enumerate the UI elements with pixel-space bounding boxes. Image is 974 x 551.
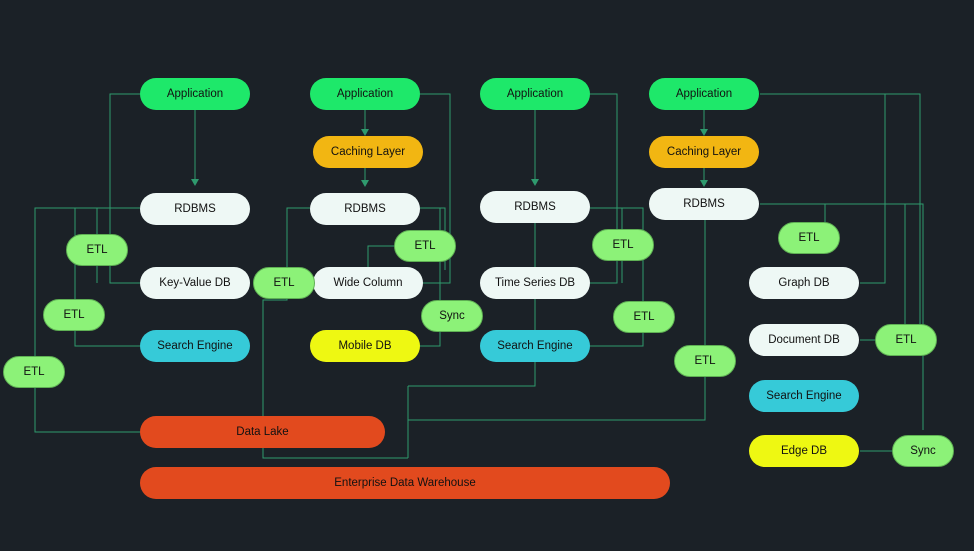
caching-layer-node-2[interactable]: Caching Layer	[313, 136, 423, 168]
etl-connector[interactable]: ETL	[613, 301, 675, 333]
etl-connector[interactable]: ETL	[394, 230, 456, 262]
wire	[590, 207, 644, 347]
wire	[420, 93, 451, 284]
wire	[408, 220, 706, 421]
key-value-db-node[interactable]: Key-Value DB	[140, 267, 250, 299]
enterprise-data-warehouse-node[interactable]: Enterprise Data Warehouse	[140, 467, 670, 499]
etl-connector[interactable]: ETL	[674, 345, 736, 377]
application-node-4[interactable]: Application	[649, 78, 759, 110]
wire	[760, 93, 921, 340]
arrow-head-icon	[700, 129, 708, 136]
application-node-1[interactable]: Application	[140, 78, 250, 110]
sync-connector[interactable]: Sync	[421, 300, 483, 332]
arrow-head-icon	[191, 179, 199, 186]
etl-connector[interactable]: ETL	[592, 229, 654, 261]
wire	[109, 93, 140, 284]
application-node-2[interactable]: Application	[310, 78, 420, 110]
search-engine-node-1[interactable]: Search Engine	[140, 330, 250, 362]
rdbms-node-3[interactable]: RDBMS	[480, 191, 590, 223]
etl-connector[interactable]: ETL	[66, 234, 128, 266]
etl-connector[interactable]: ETL	[43, 299, 105, 331]
etl-connector[interactable]: ETL	[253, 267, 315, 299]
wire	[590, 93, 618, 284]
wire	[262, 207, 408, 459]
rdbms-node-1[interactable]: RDBMS	[140, 193, 250, 225]
wide-column-node[interactable]: Wide Column	[313, 267, 423, 299]
wire	[367, 245, 395, 267]
search-engine-node-3[interactable]: Search Engine	[480, 330, 590, 362]
arrow-head-icon	[700, 180, 708, 187]
caching-layer-node-4[interactable]: Caching Layer	[649, 136, 759, 168]
document-db-node[interactable]: Document DB	[749, 324, 859, 356]
etl-connector[interactable]: ETL	[778, 222, 840, 254]
rdbms-node-4[interactable]: RDBMS	[649, 188, 759, 220]
wire	[420, 207, 441, 347]
mobile-db-node[interactable]: Mobile DB	[310, 330, 420, 362]
search-engine-node-4[interactable]: Search Engine	[749, 380, 859, 412]
arrow-head-icon	[361, 180, 369, 187]
etl-connector[interactable]: ETL	[875, 324, 937, 356]
edge-db-node[interactable]: Edge DB	[749, 435, 859, 467]
application-node-3[interactable]: Application	[480, 78, 590, 110]
time-series-db-node[interactable]: Time Series DB	[480, 267, 590, 299]
graph-db-node[interactable]: Graph DB	[749, 267, 859, 299]
wire	[408, 362, 536, 387]
arrow-head-icon	[361, 129, 369, 136]
sync-connector[interactable]: Sync	[892, 435, 954, 467]
arrow-head-icon	[531, 179, 539, 186]
etl-connector[interactable]: ETL	[3, 356, 65, 388]
data-lake-node[interactable]: Data Lake	[140, 416, 385, 448]
wire	[760, 93, 886, 284]
rdbms-node-2[interactable]: RDBMS	[310, 193, 420, 225]
